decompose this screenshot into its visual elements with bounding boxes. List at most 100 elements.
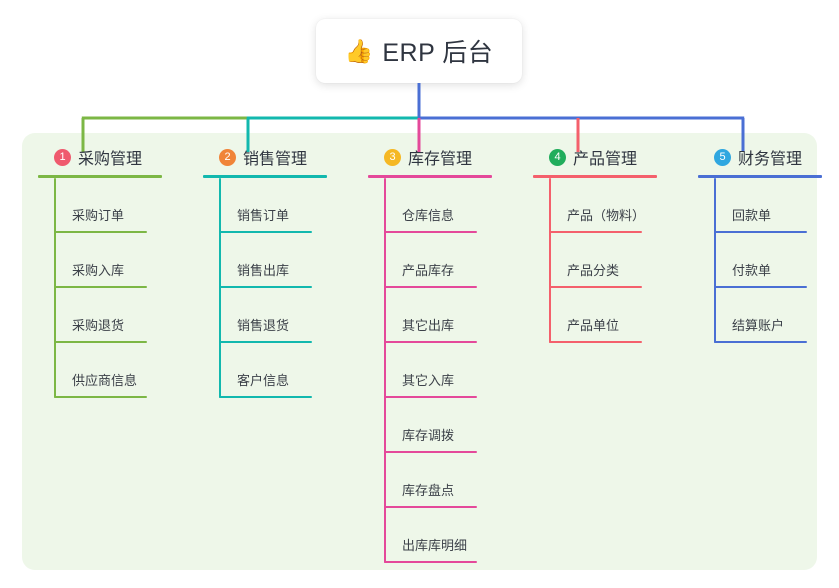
column-spine xyxy=(714,178,716,343)
list-item[interactable]: 采购订单 xyxy=(54,178,203,233)
list-item[interactable]: 其它入库 xyxy=(384,343,533,398)
column-title: 采购管理 xyxy=(78,151,143,168)
list-item-rule xyxy=(54,286,147,288)
list-item[interactable]: 客户信息 xyxy=(219,343,368,398)
column-item-list: 仓库信息产品库存其它出库其它入库库存调拨库存盘点出库库明细 xyxy=(384,178,533,563)
list-item-label: 产品（物料） xyxy=(567,208,646,223)
thumbs-up-icon: 👍 xyxy=(344,37,374,64)
list-item-rule xyxy=(384,396,477,398)
column-header[interactable]: 3 库存管理 xyxy=(368,145,533,169)
list-item[interactable]: 采购退货 xyxy=(54,288,203,343)
list-item-rule xyxy=(384,231,477,233)
column-spine xyxy=(384,178,386,563)
list-item-label: 采购订单 xyxy=(72,208,125,223)
column-item-list: 产品（物料） 产品分类产品单位 xyxy=(549,178,698,343)
list-item-label: 销售出库 xyxy=(237,263,290,278)
column-spine xyxy=(549,178,551,343)
list-item-rule xyxy=(714,286,807,288)
column-4: 4 产品管理产品（物料） 产品分类产品单位 xyxy=(533,145,698,343)
list-item[interactable]: 结算账户 xyxy=(714,288,839,343)
list-item-rule xyxy=(384,451,477,453)
list-item-label: 供应商信息 xyxy=(72,373,138,388)
list-item[interactable]: 库存调拨 xyxy=(384,398,533,453)
list-item[interactable]: 销售退货 xyxy=(219,288,368,343)
list-item-rule xyxy=(219,231,312,233)
list-item-rule xyxy=(54,231,147,233)
column-title: 库存管理 xyxy=(408,151,473,168)
list-item-label: 结算账户 xyxy=(732,318,785,333)
list-item-rule xyxy=(384,506,477,508)
list-item-label: 客户信息 xyxy=(237,373,290,388)
column-number-badge: 4 xyxy=(549,148,566,166)
list-item-rule xyxy=(219,341,312,343)
list-item[interactable]: 仓库信息 xyxy=(384,178,533,233)
list-item[interactable]: 销售出库 xyxy=(219,233,368,288)
root-node-card[interactable]: 👍 ERP 后台 xyxy=(316,19,522,83)
list-item-rule xyxy=(384,286,477,288)
list-item[interactable]: 其它出库 xyxy=(384,288,533,343)
diagram-panel xyxy=(22,133,817,570)
list-item[interactable]: 供应商信息 xyxy=(54,343,203,398)
column-number-badge: 2 xyxy=(219,148,236,166)
list-item-rule xyxy=(219,396,312,398)
list-item[interactable]: 产品库存 xyxy=(384,233,533,288)
column-1: 1 采购管理采购订单采购入库采购退货供应商信息 xyxy=(38,145,203,398)
column-title: 产品管理 xyxy=(573,151,638,168)
column-header[interactable]: 4 产品管理 xyxy=(533,145,698,169)
column-header[interactable]: 1 采购管理 xyxy=(38,145,203,169)
list-item-rule xyxy=(219,286,312,288)
list-item-label: 采购退货 xyxy=(72,318,125,333)
list-item-rule xyxy=(54,396,147,398)
column-title: 财务管理 xyxy=(738,151,803,168)
list-item-label: 产品单位 xyxy=(567,318,620,333)
list-item-rule xyxy=(384,561,477,563)
column-title: 销售管理 xyxy=(243,151,308,168)
list-item-label: 仓库信息 xyxy=(402,208,455,223)
list-item[interactable]: 产品分类 xyxy=(549,233,698,288)
list-item-rule xyxy=(549,231,642,233)
column-header-rule xyxy=(698,175,822,178)
list-item-rule xyxy=(54,341,147,343)
list-item[interactable]: 采购入库 xyxy=(54,233,203,288)
list-item-label: 库存调拨 xyxy=(402,428,455,443)
list-item[interactable]: 产品（物料） xyxy=(549,178,698,233)
list-item-rule xyxy=(549,341,642,343)
list-item-label: 回款单 xyxy=(732,208,772,223)
list-item[interactable]: 回款单 xyxy=(714,178,839,233)
column-number-badge: 1 xyxy=(54,148,71,166)
list-item-label: 销售订单 xyxy=(237,208,290,223)
list-item[interactable]: 库存盘点 xyxy=(384,453,533,508)
list-item[interactable]: 销售订单 xyxy=(219,178,368,233)
column-item-list: 采购订单采购入库采购退货供应商信息 xyxy=(54,178,203,398)
root-title: ERP 后台 xyxy=(382,39,494,67)
column-header-rule xyxy=(368,175,492,178)
column-header-rule xyxy=(203,175,327,178)
column-header-rule xyxy=(533,175,657,178)
list-item-label: 产品库存 xyxy=(402,263,455,278)
list-item-rule xyxy=(384,341,477,343)
list-item-label: 产品分类 xyxy=(567,263,620,278)
column-item-list: 回款单付款单结算账户 xyxy=(714,178,839,343)
list-item-rule xyxy=(714,231,807,233)
list-item[interactable]: 出库库明细 xyxy=(384,508,533,563)
list-item-label: 销售退货 xyxy=(237,318,290,333)
list-item-label: 库存盘点 xyxy=(402,483,455,498)
list-item-label: 其它入库 xyxy=(402,373,455,388)
list-item-label: 采购入库 xyxy=(72,263,125,278)
column-spine xyxy=(219,178,221,398)
column-header[interactable]: 2 销售管理 xyxy=(203,145,368,169)
list-item[interactable]: 付款单 xyxy=(714,233,839,288)
column-item-list: 销售订单销售出库销售退货客户信息 xyxy=(219,178,368,398)
column-2: 2 销售管理销售订单销售出库销售退货客户信息 xyxy=(203,145,368,398)
column-number-badge: 3 xyxy=(384,148,401,166)
column-spine xyxy=(54,178,56,398)
list-item-rule xyxy=(549,286,642,288)
list-item-label: 付款单 xyxy=(732,263,772,278)
column-3: 3 库存管理仓库信息产品库存其它出库其它入库库存调拨库存盘点出库库明细 xyxy=(368,145,533,563)
list-item[interactable]: 产品单位 xyxy=(549,288,698,343)
list-item-rule xyxy=(714,341,807,343)
list-item-label: 其它出库 xyxy=(402,318,455,333)
